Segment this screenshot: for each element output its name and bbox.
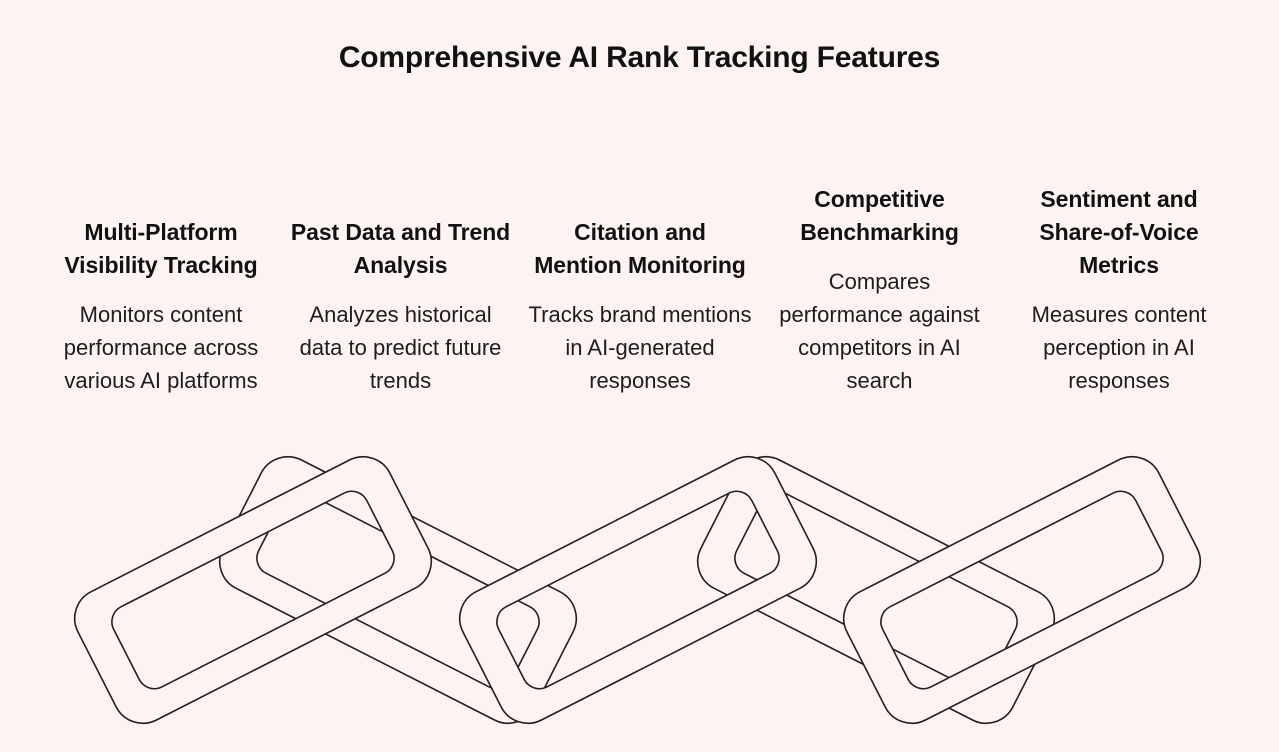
page-title: Comprehensive AI Rank Tracking Features bbox=[338, 41, 941, 74]
feature-description: Analyzes historical data to predict futu… bbox=[299, 302, 502, 393]
feature-column-2: Past Data and Trend Analysis Analyzes hi… bbox=[286, 216, 516, 397]
feature-column-5: Sentiment and Share-of-Voice Metrics Mea… bbox=[1004, 183, 1234, 397]
feature-column-1: Multi-Platform Visibility Tracking Monit… bbox=[46, 216, 276, 397]
feature-description: Tracks brand mentions in AI-generated re… bbox=[528, 302, 752, 393]
feature-description: Compares performance against competitors… bbox=[779, 269, 980, 393]
feature-heading: Competitive Benchmarking bbox=[800, 186, 959, 245]
chain-links-svg bbox=[63, 445, 1212, 735]
feature-heading: Multi-Platform Visibility Tracking bbox=[64, 219, 258, 278]
feature-description: Measures content perception in AI respon… bbox=[1031, 302, 1207, 393]
feature-column-4: Competitive Benchmarking Compares perfor… bbox=[765, 183, 995, 397]
chain-links-illustration bbox=[0, 430, 1279, 752]
chain-link-3 bbox=[448, 445, 828, 735]
feature-heading: Sentiment and Share-of-Voice Metrics bbox=[1039, 186, 1199, 278]
feature-columns: Multi-Platform Visibility Tracking Monit… bbox=[46, 112, 1234, 397]
feature-heading: Past Data and Trend Analysis bbox=[290, 219, 511, 278]
feature-column-3: Citation and Mention Monitoring Tracks b… bbox=[525, 216, 755, 397]
feature-description: Monitors content performance across vari… bbox=[63, 302, 259, 393]
feature-heading: Citation and Mention Monitoring bbox=[534, 219, 746, 278]
